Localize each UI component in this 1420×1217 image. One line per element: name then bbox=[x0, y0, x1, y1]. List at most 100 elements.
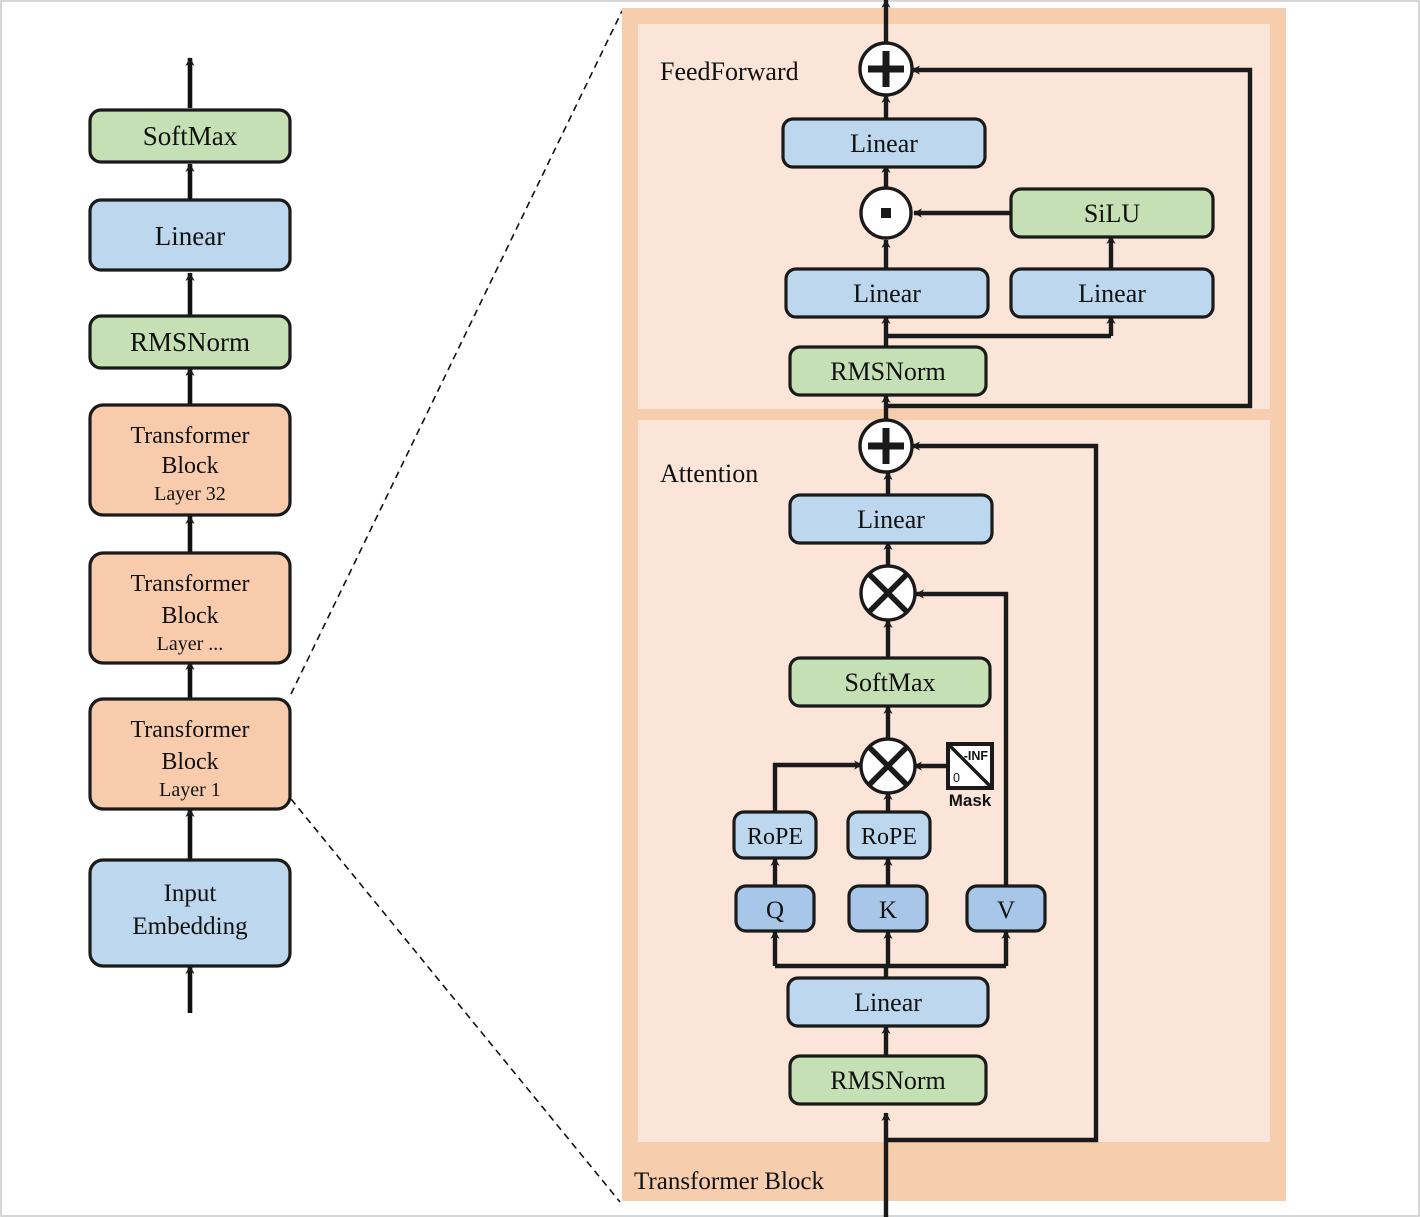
feedforward-linear-1-label: Linear bbox=[853, 279, 921, 308]
stack-block-transformer-32-sublabel: Layer 32 bbox=[154, 483, 226, 505]
stack-block-input-embedding-line1: Input bbox=[164, 880, 217, 907]
attention-linear-qkv-label: Linear bbox=[854, 988, 922, 1017]
feedforward-linear-2: Linear bbox=[1009, 267, 1215, 319]
stack-block-input-embedding-box bbox=[88, 858, 292, 968]
stack-block-transformer-1-line1: Transformer bbox=[130, 717, 249, 743]
stack-block-transformer-dots-box bbox=[88, 551, 292, 665]
mask-zero-label: 0 bbox=[953, 771, 960, 785]
stack-block-transformer-32: Transformer Block Layer 32 bbox=[88, 403, 292, 517]
multiply-icon bbox=[867, 572, 909, 614]
stack-block-transformer-32-line1: Transformer bbox=[130, 423, 249, 449]
feedforward-silu: SiLU bbox=[1009, 187, 1215, 239]
stack-block-softmax-label: SoftMax bbox=[143, 121, 238, 151]
stack-block-rmsnorm-label: RMSNorm bbox=[130, 327, 250, 357]
callout-line-bottom bbox=[290, 798, 621, 1203]
stack-block-transformer-1-box bbox=[88, 697, 292, 811]
attention-linear-out: Linear bbox=[788, 493, 994, 545]
stack-block-linear-box bbox=[88, 198, 292, 272]
stack-block-rmsnorm: RMSNorm bbox=[88, 314, 292, 370]
attention-softmax-box bbox=[788, 656, 992, 708]
attention-linear-qkv-box bbox=[786, 976, 990, 1028]
mask-diagonal bbox=[948, 744, 992, 788]
callout-line-top bbox=[290, 10, 623, 695]
stack-block-linear-label: Linear bbox=[155, 221, 225, 251]
feedforward-linear-1: Linear bbox=[784, 267, 990, 319]
attention-rope-k: RoPE bbox=[846, 810, 932, 860]
stack-block-transformer-1-line2: Block bbox=[161, 749, 218, 775]
attention-mul-2-node bbox=[859, 564, 917, 622]
stack-block-transformer-dots-line2: Block bbox=[161, 603, 218, 629]
feedforward-nodes: Linear SiLU Linear Linear bbox=[781, 41, 1215, 397]
feedforward-silu-label: SiLU bbox=[1084, 199, 1141, 228]
feedforward-panel-label: FeedForward bbox=[660, 57, 799, 86]
attention-rmsnorm: RMSNorm bbox=[788, 1054, 988, 1106]
feedforward-rmsnorm-box bbox=[788, 345, 988, 397]
conn-ropeq-to-mul1 bbox=[772, 760, 863, 812]
stack-block-transformer-1-sublabel: Layer 1 bbox=[159, 779, 221, 801]
plus-icon bbox=[868, 51, 904, 87]
feedforward-rmsnorm: RMSNorm bbox=[788, 345, 988, 397]
feedforward-linear-2-box bbox=[1009, 267, 1215, 319]
model-stack: SoftMax Linear RMSNorm Transformer Block… bbox=[88, 57, 292, 1013]
attention-mul-1-node bbox=[859, 737, 917, 795]
dot-product-icon bbox=[881, 208, 891, 218]
stack-block-transformer-32-line2: Block bbox=[161, 453, 218, 479]
transformer-block-detail: FeedForward Attention Transformer Block bbox=[622, 0, 1286, 1217]
attention-softmax: SoftMax bbox=[788, 656, 992, 708]
stack-block-softmax: SoftMax bbox=[88, 108, 292, 164]
multiply-icon bbox=[867, 745, 909, 787]
mask-label: Mask bbox=[949, 791, 992, 810]
transformer-block-outer-label: Transformer Block bbox=[634, 1168, 825, 1195]
attention-rmsnorm-label: RMSNorm bbox=[830, 1066, 946, 1095]
attention-panel-label: Attention bbox=[660, 459, 758, 488]
feedforward-linear-3: Linear bbox=[781, 117, 987, 169]
stack-block-input-embedding-line2: Embedding bbox=[132, 913, 248, 940]
attention-linear-qkv: Linear bbox=[786, 976, 990, 1028]
attention-add-node bbox=[858, 418, 914, 474]
attention-k: K bbox=[847, 884, 929, 933]
attention-linear-out-box bbox=[788, 493, 994, 545]
conn-feedforward-residual bbox=[886, 65, 1253, 409]
plus-icon bbox=[868, 428, 904, 464]
feedforward-rmsnorm-label: RMSNorm bbox=[830, 357, 946, 386]
attention-mask: -INF 0 Mask bbox=[946, 742, 994, 810]
attention-nodes: Linear SoftMax -INF 0 bbox=[732, 418, 1047, 1106]
stack-block-transformer-32-box bbox=[88, 403, 292, 517]
stack-block-transformer-dots-sublabel: Layer ... bbox=[157, 633, 224, 655]
stack-block-softmax-box bbox=[88, 108, 292, 164]
detail-connectors bbox=[770, 0, 1253, 1217]
feedforward-silu-box bbox=[1009, 187, 1215, 239]
stack-block-transformer-dots: Transformer Block Layer ... bbox=[88, 551, 292, 665]
attention-q-label: Q bbox=[766, 897, 784, 924]
stack-block-input-embedding: Input Embedding bbox=[88, 858, 292, 968]
conn-v-to-mul2 bbox=[915, 589, 1009, 886]
feedforward-linear-3-label: Linear bbox=[850, 129, 918, 158]
stack-block-transformer-dots-line1: Transformer bbox=[130, 571, 249, 597]
attention-v: V bbox=[965, 884, 1047, 933]
attention-q: Q bbox=[734, 884, 816, 933]
stack-block-transformer-1: Transformer Block Layer 1 bbox=[88, 697, 292, 811]
feedforward-linear-3-box bbox=[781, 117, 987, 169]
attention-rope-q: RoPE bbox=[732, 810, 818, 860]
feedforward-linear-2-label: Linear bbox=[1078, 279, 1146, 308]
stack-block-rmsnorm-box bbox=[88, 314, 292, 370]
attention-k-label: K bbox=[879, 897, 897, 924]
feedforward-mul-node bbox=[859, 186, 913, 240]
attention-v-label: V bbox=[997, 897, 1015, 924]
attention-v-box bbox=[965, 884, 1047, 933]
conn-attention-residual bbox=[886, 441, 1099, 1143]
attention-q-box bbox=[734, 884, 816, 933]
attention-rope-q-label: RoPE bbox=[747, 824, 803, 850]
feedforward-linear-1-box bbox=[784, 267, 990, 319]
stack-block-linear: Linear bbox=[88, 198, 292, 272]
attention-linear-out-label: Linear bbox=[857, 505, 925, 534]
attention-rope-k-box bbox=[846, 810, 932, 860]
attention-k-box bbox=[847, 884, 929, 933]
attention-softmax-label: SoftMax bbox=[845, 668, 936, 697]
zoom-callout-lines bbox=[290, 10, 623, 1203]
attention-rope-q-box bbox=[732, 810, 818, 860]
attention-rmsnorm-box bbox=[788, 1054, 988, 1106]
